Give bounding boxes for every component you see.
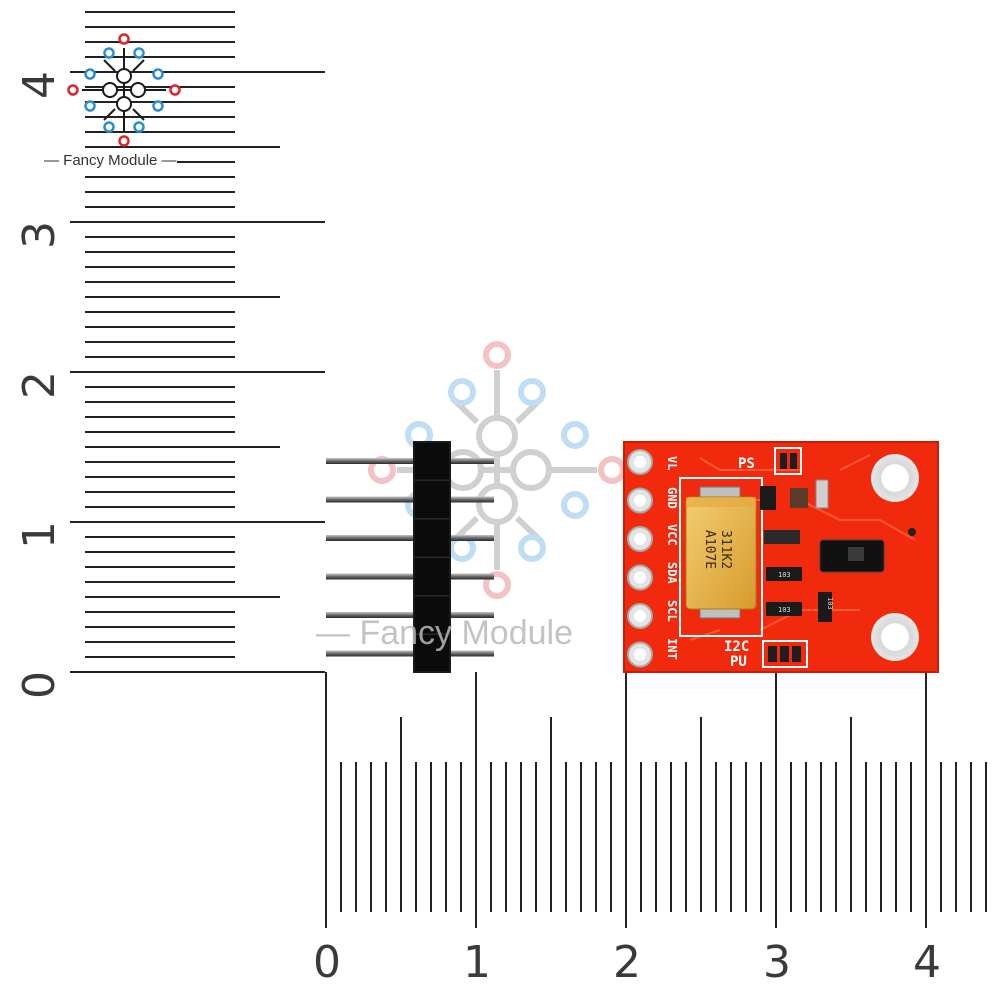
header-block [413, 557, 451, 596]
pin-pad-hole [634, 571, 646, 584]
ruler-label-left-4: 4 [14, 71, 65, 99]
smd-components [760, 447, 832, 668]
ruler-label-left-1: 1 [14, 521, 65, 549]
ruler-label-bottom-2: 2 [613, 937, 641, 988]
ruler-label-bottom-3: 3 [763, 937, 791, 988]
header-pin [326, 535, 494, 541]
sensor-module-board [623, 441, 939, 673]
logo-text: — Fancy Module — [44, 152, 177, 169]
header-block [413, 595, 451, 635]
pin-pad-hole [634, 533, 646, 545]
header-block [413, 480, 451, 519]
pin-header-icon [326, 441, 494, 673]
header-pin [326, 496, 494, 503]
pin-pad-hole [634, 648, 646, 661]
circuit-node-icon [67, 33, 181, 147]
pin-pad-hole [634, 494, 646, 507]
ruler-label-bottom-4: 4 [913, 937, 941, 988]
mount-hole [871, 454, 919, 502]
vertical-ruler [70, 11, 325, 673]
header-block [413, 518, 451, 558]
ruler-label-left-0: 0 [14, 671, 65, 699]
ruler-label-bottom-0: 0 [313, 937, 341, 988]
watermark-icon [368, 341, 626, 599]
ruler-label-left-3: 3 [14, 221, 65, 249]
mount-hole [871, 613, 919, 661]
ruler-label-bottom-1: 1 [463, 937, 491, 988]
header-pin [326, 573, 494, 580]
watermark-text: — Fancy Module [316, 614, 573, 652]
pin-pad-hole [634, 456, 646, 468]
pin-pad-hole [634, 610, 646, 622]
header-block [413, 441, 451, 481]
header-pin [326, 612, 494, 618]
ruler-label-left-2: 2 [14, 371, 65, 399]
horizontal-ruler [325, 672, 987, 928]
header-pin [326, 458, 494, 464]
tantalum-capacitor [685, 486, 757, 619]
header-body [413, 441, 451, 673]
header-pin [326, 650, 494, 657]
